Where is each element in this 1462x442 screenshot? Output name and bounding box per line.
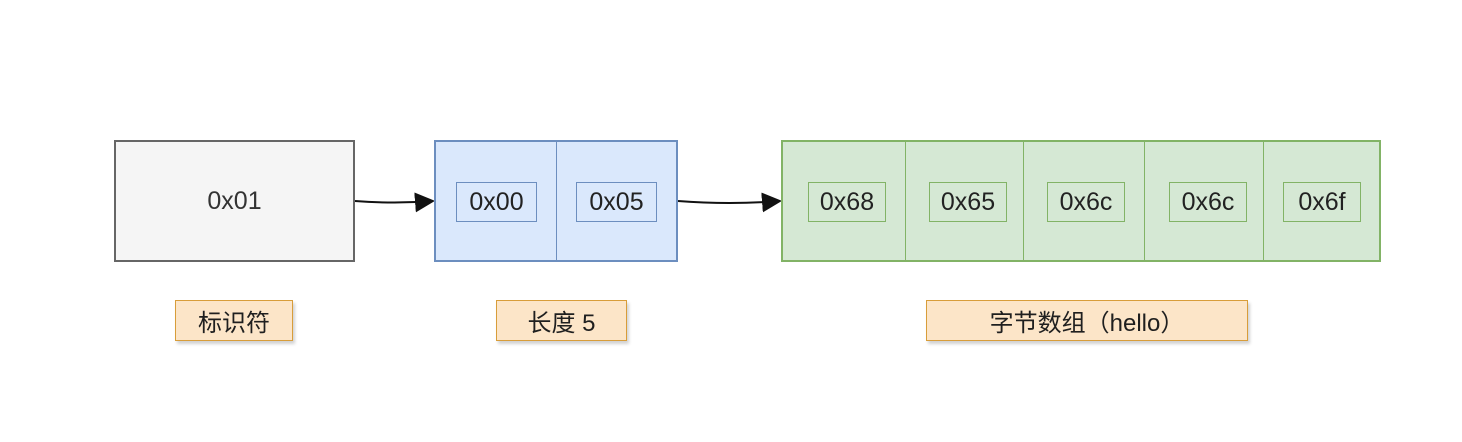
- identifier-box: [114, 140, 355, 262]
- length-box: [434, 140, 678, 262]
- length-label: 长度 5: [496, 300, 627, 341]
- byte-cell-divider-3: [1024, 142, 1145, 260]
- arrow-length-to-bytes: [677, 192, 782, 213]
- length-byte-0: 0x00: [456, 182, 537, 222]
- byte-1: 0x65: [929, 182, 1007, 222]
- byte-0: 0x68: [808, 182, 886, 222]
- length-cell-divider: [436, 142, 557, 260]
- byte-cell-divider-1: [783, 142, 906, 260]
- byte-2: 0x6c: [1047, 182, 1125, 222]
- byte-array-label: 字节数组（hello）: [926, 300, 1248, 341]
- byte-4: 0x6f: [1283, 182, 1361, 222]
- length-byte-1: 0x05: [576, 182, 657, 222]
- byte-cell-divider-2: [906, 142, 1024, 260]
- byte-array-box: [781, 140, 1381, 262]
- byte-3: 0x6c: [1169, 182, 1247, 222]
- identifier-label: 标识符: [175, 300, 293, 341]
- arrow-identifier-to-length: [354, 192, 435, 213]
- byte-cell-divider-4: [1145, 142, 1264, 260]
- identifier-value: 0x01: [207, 186, 262, 215]
